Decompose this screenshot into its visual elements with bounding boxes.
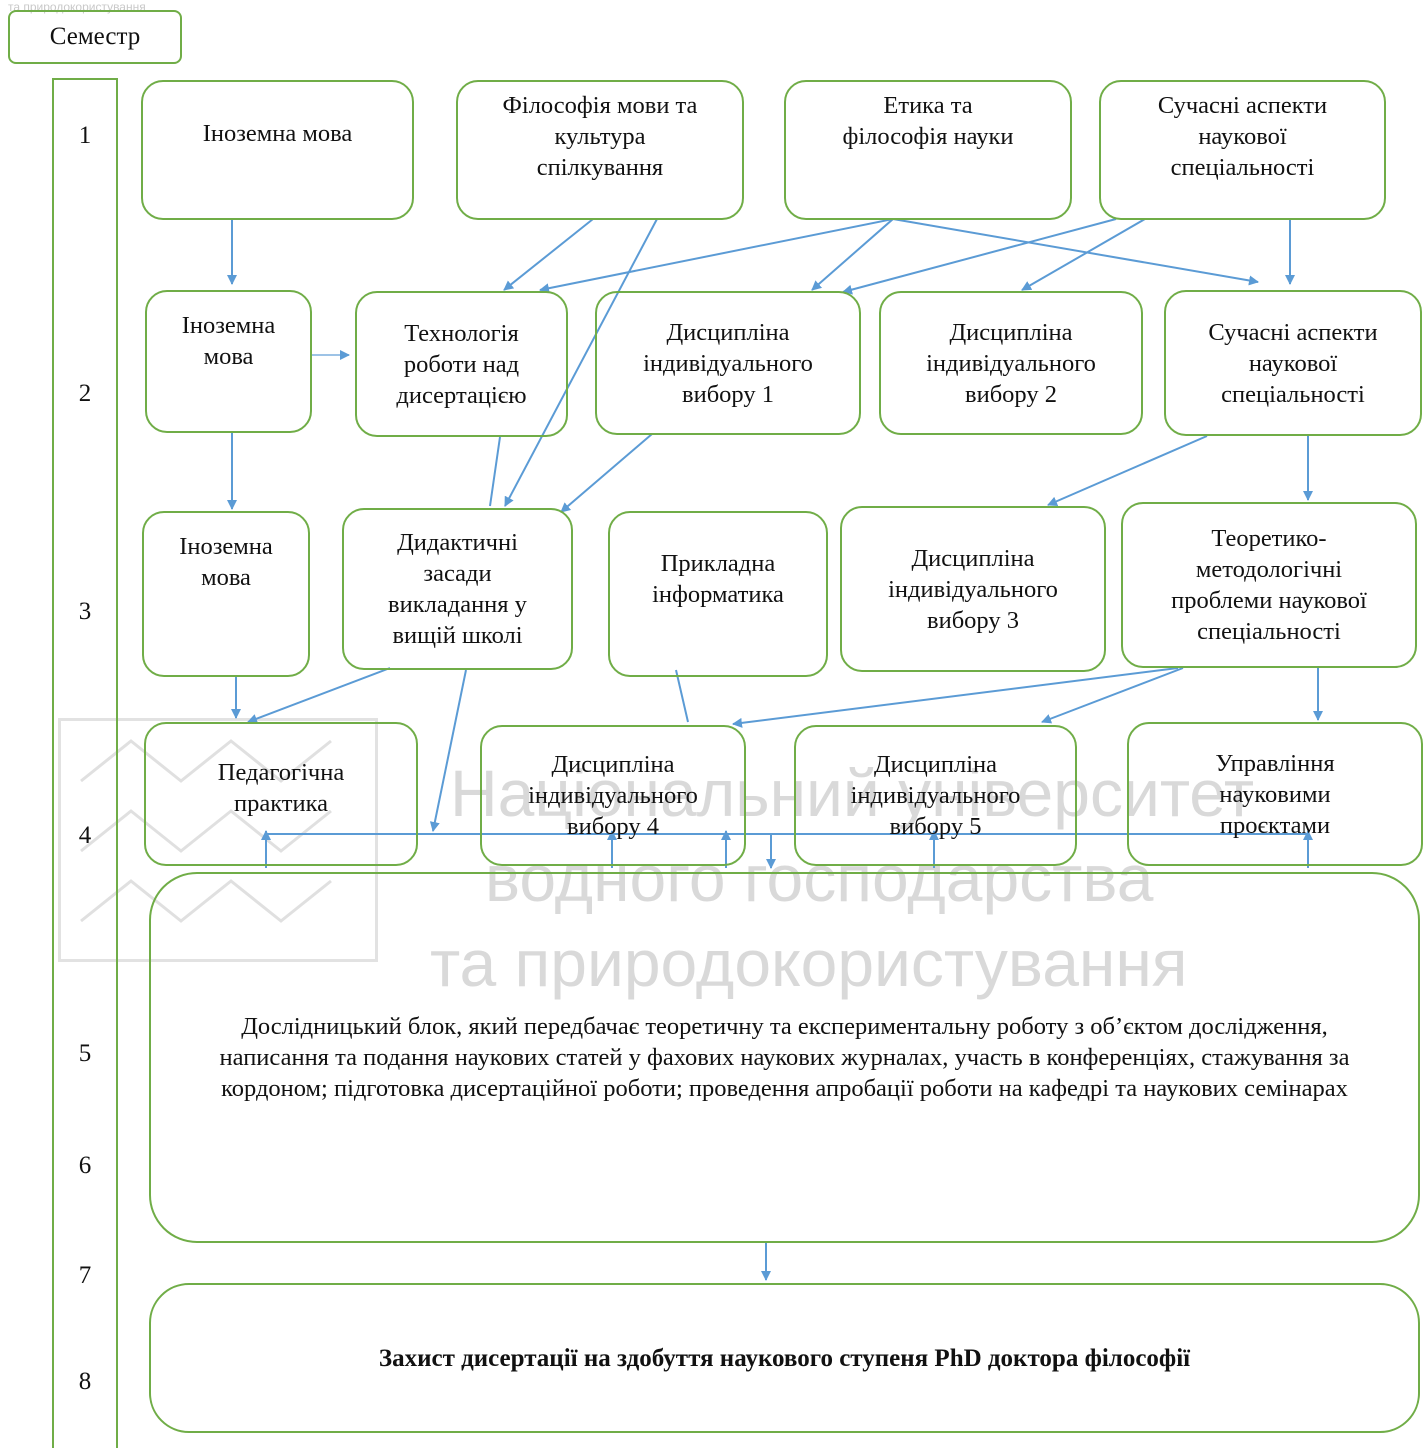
box-elective-2: Дисципліна індивідуального вибору 2 bbox=[879, 291, 1143, 435]
box-label: Дисципліна індивідуального вибору 3 bbox=[888, 544, 1058, 634]
box-label: Іноземна мова bbox=[202, 120, 353, 147]
arrow-appliedit-elective4 bbox=[675, 669, 689, 723]
box-label: Технологія роботи над дисертацією bbox=[396, 319, 527, 409]
watermark-line-3: та природокористування bbox=[430, 926, 1188, 1000]
semester-number-7: 7 bbox=[78, 1262, 92, 1289]
semester-number-3: 3 bbox=[78, 598, 92, 625]
box-label: Сучасні аспекти наукової спеціальності bbox=[1157, 92, 1328, 181]
arrow-elective1-didactic bbox=[560, 433, 653, 513]
box-label: Дисципліна індивідуального вибору 4 bbox=[528, 751, 698, 840]
box-theoretical-problems: Теоретико- методологічні проблеми науков… bbox=[1121, 502, 1417, 668]
arrow-theoretical-elective4 bbox=[732, 667, 1179, 728]
semester-number-4: 4 bbox=[78, 822, 92, 849]
box-thesis-technology: Технологія роботи над дисертацією bbox=[355, 291, 568, 437]
box-elective-4: Дисципліна індивідуального вибору 4 bbox=[480, 725, 746, 866]
arrow-ethics-elective1 bbox=[811, 218, 894, 291]
semester-number-5: 5 bbox=[78, 1040, 92, 1067]
arrow-didactic-practice bbox=[247, 667, 391, 724]
watermark-line-1: Національний університет bbox=[450, 756, 1255, 830]
arrow-modern1-elective1 bbox=[842, 218, 1117, 295]
box-label: Етика та філософія науки bbox=[842, 92, 1014, 150]
box-label: Іноземна мова bbox=[181, 312, 276, 370]
box-label: Захист дисертації на здобуття наукового … bbox=[378, 1344, 1191, 1372]
watermark-logo bbox=[58, 718, 378, 962]
box-modern-aspects-s2: Сучасні аспекти наукової спеціальності bbox=[1164, 290, 1422, 436]
box-label: Прикладна інформатика bbox=[652, 550, 784, 608]
arrow-philosophy-thesis bbox=[503, 218, 594, 291]
box-modern-aspects-s1: Сучасні аспекти наукової спеціальності bbox=[1099, 80, 1386, 220]
box-label: Педагогічна практика bbox=[217, 759, 345, 817]
box-elective-3: Дисципліна індивідуального вибору 3 bbox=[840, 506, 1106, 672]
arrow-modern1-elective2 bbox=[1021, 218, 1146, 291]
semester-column bbox=[52, 78, 118, 1448]
semester-header: Семестр bbox=[8, 10, 182, 64]
box-label: Дисципліна індивідуального вибору 1 bbox=[643, 318, 813, 408]
box-didactic-principles: Дидактичні засади викладання у вищій шко… bbox=[342, 508, 573, 670]
box-foreign-language-s1: Іноземна мова bbox=[141, 80, 414, 220]
box-label: Дидактичні засади викладання у вищій шко… bbox=[388, 529, 527, 649]
arrow-ethics-thesis bbox=[539, 218, 894, 294]
arrow-ethics-modern2 bbox=[892, 218, 1259, 286]
box-elective-5: Дисципліна індивідуального вибору 5 bbox=[794, 725, 1077, 866]
arrow-didactic-research bbox=[429, 669, 467, 832]
box-label: Теоретико- методологічні проблеми науков… bbox=[1171, 525, 1367, 645]
box-label: Філософія мови та культура спілкування bbox=[502, 92, 698, 181]
box-applied-informatics: Прикладна інформатика bbox=[608, 511, 828, 677]
box-elective-1: Дисципліна індивідуального вибору 1 bbox=[595, 291, 861, 435]
arrow-philosophy-didactic bbox=[504, 218, 658, 507]
box-pedagogical-practice: Педагогічна практика bbox=[144, 722, 418, 866]
box-foreign-language-s2: Іноземна мова bbox=[145, 290, 312, 433]
watermark-line-2: водного господарства bbox=[485, 841, 1154, 915]
box-label: Дисципліна індивідуального вибору 5 bbox=[850, 751, 1021, 840]
box-foreign-language-s3: Іноземна мова bbox=[142, 511, 310, 677]
arrow-modern2-elective3 bbox=[1047, 435, 1208, 507]
box-label: Іноземна мова bbox=[179, 533, 273, 591]
box-thesis-defense: Захист дисертації на здобуття наукового … bbox=[149, 1283, 1420, 1433]
box-label: Управління науковими проєктами bbox=[1215, 749, 1335, 839]
box-philosophy-language: Філософія мови та культура спілкування bbox=[456, 80, 744, 220]
semester-number-1: 1 bbox=[78, 122, 92, 149]
semester-number-6: 6 bbox=[78, 1152, 92, 1179]
arrow-thesis-didactic bbox=[489, 436, 501, 507]
box-research-block: Дослідницький блок, який передбачає теор… bbox=[149, 872, 1420, 1243]
box-label: Дослідницький блок, який передбачає теор… bbox=[219, 1013, 1350, 1102]
arrow-theoretical-elective5 bbox=[1041, 667, 1184, 724]
box-project-management: Управління науковими проєктами bbox=[1127, 722, 1423, 866]
semester-number-8: 8 bbox=[78, 1368, 92, 1395]
box-label: Дисципліна індивідуального вибору 2 bbox=[926, 318, 1096, 408]
box-label: Сучасні аспекти наукової спеціальності bbox=[1208, 318, 1378, 408]
semester-number-2: 2 bbox=[78, 380, 92, 407]
box-ethics-philosophy: Етика та філософія науки bbox=[784, 80, 1072, 220]
